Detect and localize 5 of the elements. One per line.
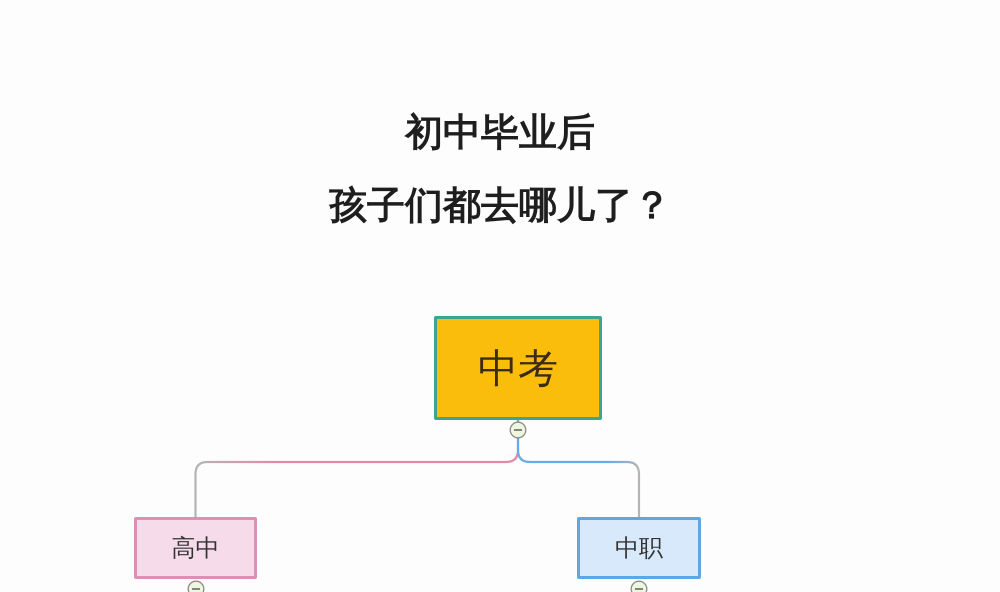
topic-box: 中考	[434, 316, 602, 420]
connector	[516, 420, 640, 517]
heading: 初中毕业后孩子们都去哪儿了？	[329, 109, 671, 229]
subtopic-box: 中职	[577, 517, 701, 579]
subtopic-box: 高中	[134, 517, 257, 579]
